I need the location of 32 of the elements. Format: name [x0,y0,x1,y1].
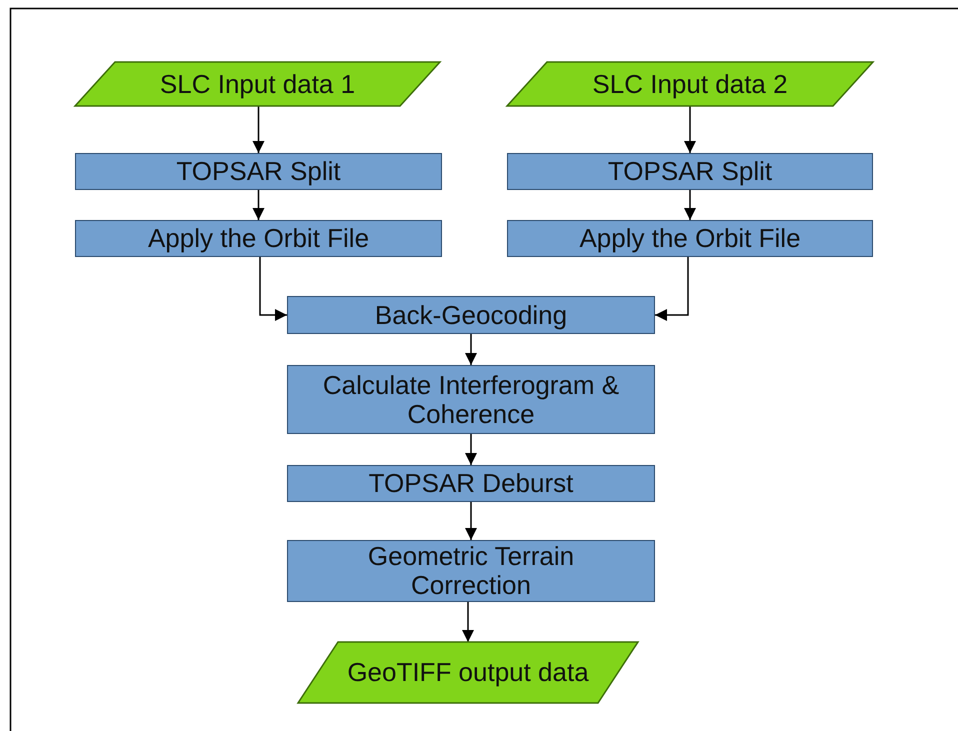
arrow [252,190,264,220]
node-label: TOPSAR Split [608,157,772,186]
node-label: Apply the Orbit File [579,224,801,253]
process-box [287,540,655,602]
node-label: SLC Input data 2 [592,70,788,98]
node-label: Calculate Interferogram & Coherence [322,370,620,428]
data-parallelogram [75,62,440,106]
process-box [287,365,655,434]
node-label: Geometric Terrain Correction [366,542,576,600]
process-box [507,220,873,257]
arrow [684,190,696,220]
process-box [75,220,442,257]
arrow [465,334,477,365]
node-label: Apply the Orbit File [148,224,370,253]
process-box [507,153,873,190]
arrow [259,257,287,321]
arrow [684,106,696,153]
arrow [252,106,264,153]
process-box [75,153,442,190]
arrow [465,434,477,465]
node-label: SLC Input data 1 [160,70,356,98]
data-parallelogram [298,642,638,703]
arrow [465,502,477,540]
node-label: Back-Geocoding [374,300,568,330]
arrow [462,602,474,642]
node-label: TOPSAR Deburst [368,469,574,498]
arrow [655,257,689,321]
node-label: GeoTIFF output data [347,658,589,687]
process-box [287,465,655,502]
data-parallelogram [507,62,873,106]
process-box [287,296,655,334]
node-label: TOPSAR Split [176,157,341,186]
